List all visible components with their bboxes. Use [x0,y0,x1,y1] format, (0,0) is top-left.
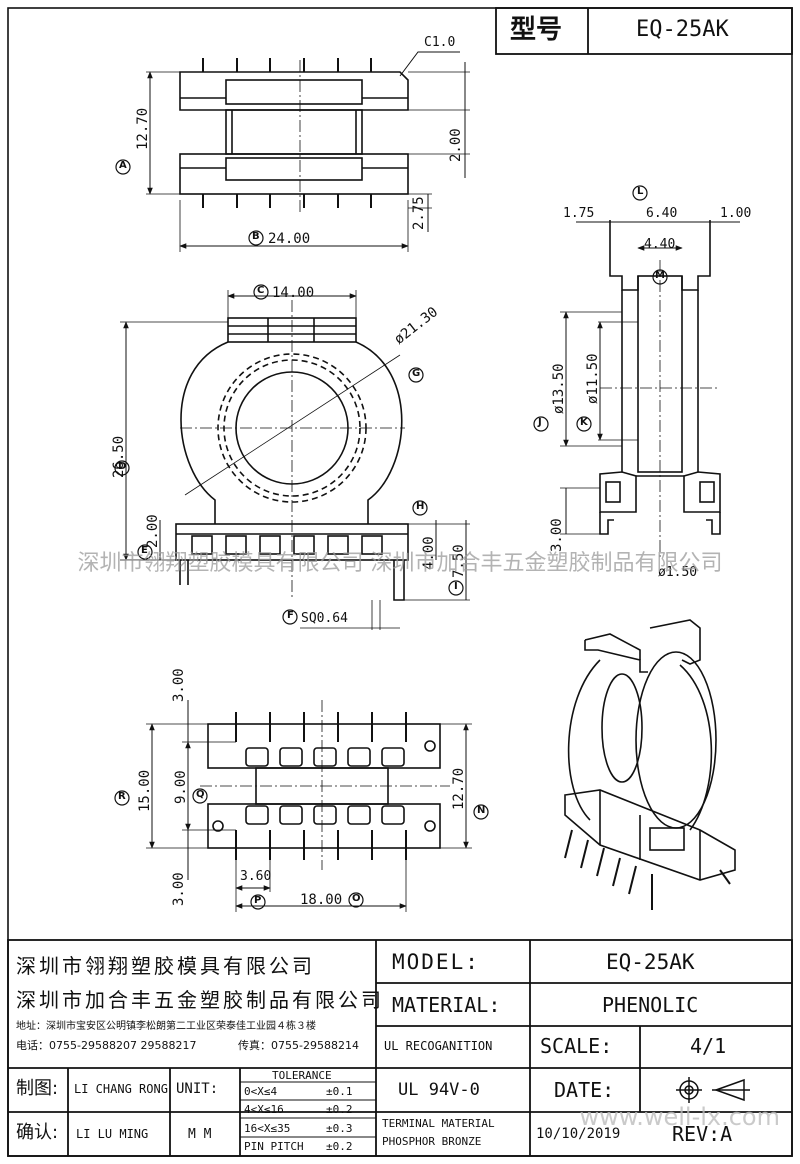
dim-200-mid: 2.00 [145,514,161,548]
tol-val-3: ±0.3 [326,1122,353,1135]
marker-a: A [119,160,127,171]
dim-c10: C1.0 [424,35,456,50]
dim-sq064: SQ0.64 [301,611,348,626]
material-value: PHENOLIC [602,993,699,1017]
ul-label: UL RECOGANITION [384,1039,493,1053]
draw-name: LI CHANG RONG [74,1082,168,1096]
dim-1800: 18.00 [300,892,343,908]
marker-n: N [477,805,486,816]
confirm-name: LI LU MING [76,1127,149,1141]
marker-j: J [538,417,542,428]
tol-val-4: ±0.2 [326,1140,353,1153]
model-label: MODEL: [392,950,480,974]
dim-1500: 15.00 [137,769,153,812]
dim-100: 1.00 [720,206,752,221]
isometric-view [564,619,736,910]
company-address: 地址：深圳市宝安区公明镇李松朗第二工业区荣泰佳工业园４栋３楼 [16,1021,316,1032]
terminal-label-1: TERMINAL MATERIAL [382,1117,495,1130]
marker-f: F [287,610,294,621]
dim-440: 4.40 [644,237,676,252]
unit-value: M M [188,1127,212,1142]
terminal-label-2: PHOSPHOR BRONZE [382,1135,482,1148]
dim-1270-b: 12.70 [451,767,467,810]
dim-275: 2.75 [411,196,427,230]
header-model-label: 型号 [510,15,563,45]
marker-p: P [254,895,262,906]
dim-1400: 14.00 [272,285,315,301]
tol-val-2: ±0.2 [326,1103,353,1116]
marker-r: R [118,791,126,802]
ul-value: UL 94V-0 [398,1080,480,1100]
material-label: MATERIAL: [392,993,501,1017]
dim-1270-top: 12.70 [135,107,151,150]
marker-h: H [416,501,425,512]
marker-b: B [252,231,260,242]
tol-val-1: ±0.1 [326,1085,353,1098]
marker-k: K [580,417,588,428]
projection-symbol [676,1077,750,1103]
company-name-2: 深圳市加合丰五金塑胶制品有限公司 [16,988,384,1012]
marker-q: Q [196,789,205,800]
marker-m: M [655,270,665,281]
confirm-label: 确认: [16,1122,59,1143]
marker-g: G [412,368,421,379]
company-name-1: 深圳市翎翔塑胶模具有限公司 [16,954,315,978]
side-view-top [146,51,470,252]
dim-300-top-b: 3.00 [171,668,187,702]
title-block-grid [7,939,793,1157]
marker-circles [114,159,668,910]
dim-2400: 24.00 [268,231,311,247]
company-fax: 传真：0755-29588214 [238,1039,359,1052]
model-value: EQ-25AK [606,950,695,974]
marker-e: E [141,545,148,556]
unit-label: UNIT: [176,1081,219,1097]
tolerance-label: TOLERANCE [272,1069,332,1082]
dim-150: ø1.50 [658,565,698,580]
header-box [495,7,793,55]
marker-o: O [352,893,361,904]
dim-200-top: 2.00 [448,128,464,162]
scale-value: 4/1 [690,1034,727,1058]
bottom-view [146,700,472,912]
marker-i: I [454,581,458,592]
company-phone: 电话：0755-29588207 29588217 [16,1039,197,1052]
date-value: 10/10/2019 [536,1126,621,1142]
dim-360: 3.60 [240,869,272,884]
right-side-view [560,220,740,560]
watermark-url: www.well-lx.com [579,1103,780,1131]
marker-d: D [118,461,127,472]
dim-900: 9.00 [173,770,189,804]
marker-l: L [637,186,644,197]
tol-range-3: 16<X≤35 [244,1122,291,1135]
dim-300-bot-b: 3.00 [171,872,187,906]
dim-1350: ø13.50 [551,363,567,414]
header-model-value: EQ-25AK [636,17,729,42]
dim-640: 6.40 [646,206,678,221]
scale-label: SCALE: [540,1034,613,1058]
front-view [120,290,470,630]
dim-1150: ø11.50 [585,353,601,404]
revision: REV:A [672,1122,733,1146]
watermark-text: 深圳市翎翔塑胶模具有限公司 深圳市加合丰五金塑胶制品有限公司 [77,551,723,576]
tol-range-1: 0<X≤4 [244,1085,278,1098]
draw-label: 制图: [16,1078,59,1099]
dim-175: 1.75 [563,206,595,221]
marker-c: C [257,285,265,296]
tol-range-4: PIN PITCH [244,1140,304,1153]
date-label: DATE: [554,1078,615,1102]
tol-range-2: 4<X≤16 [244,1103,284,1116]
